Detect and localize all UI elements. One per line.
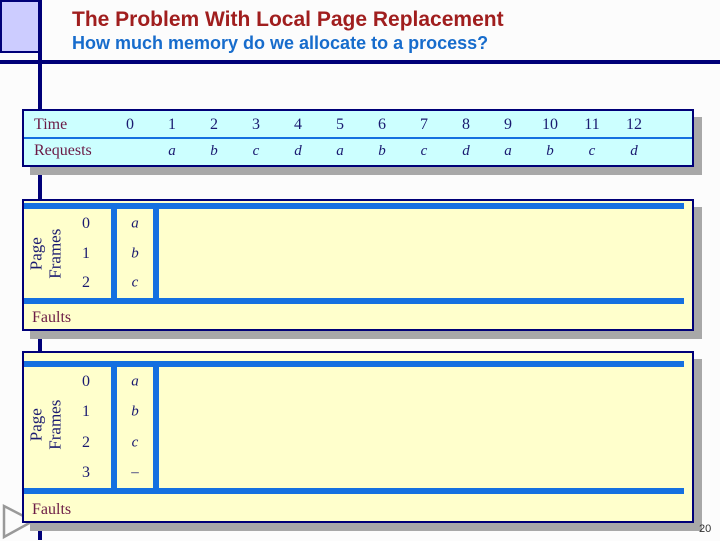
column-rule: [111, 361, 117, 494]
time-cell: 8: [462, 116, 470, 133]
frame-number: 1: [82, 245, 90, 262]
frame-page: b: [131, 245, 139, 262]
time-cell: 7: [420, 116, 428, 133]
frame-row: 2 c: [24, 268, 692, 298]
request-cell: a: [504, 142, 512, 159]
time-cell: 2: [210, 116, 218, 133]
header-divider-line: [0, 60, 720, 64]
time-cell: 9: [504, 116, 512, 133]
time-cell: 1: [168, 116, 176, 133]
time-cell: 11: [584, 116, 600, 133]
time-cell: 12: [626, 116, 642, 133]
time-row-label: Time: [34, 116, 68, 133]
request-cell: d: [294, 142, 302, 159]
requests-row-label: Requests: [34, 142, 92, 159]
top-rule: [24, 361, 684, 367]
frame-row: 1 b: [24, 239, 692, 269]
time-cell: 0: [126, 116, 134, 133]
request-cell: c: [420, 142, 428, 159]
faults-label: Faults: [32, 309, 72, 326]
time-cell: 10: [542, 116, 558, 133]
frame-page: –: [131, 464, 139, 481]
top-rule: [24, 203, 684, 209]
frame-row: 3 –: [24, 458, 692, 488]
request-cell: b: [210, 142, 218, 159]
bottom-rule: [24, 488, 684, 494]
frame-number: 2: [82, 434, 90, 451]
slide-title: The Problem With Local Page Replacement: [72, 8, 504, 31]
slide-subtitle: How much memory do we allocate to a proc…: [72, 33, 489, 53]
frame-page: a: [131, 373, 139, 390]
frame-row: 0 a: [24, 367, 692, 397]
request-cell: b: [546, 142, 554, 159]
corner-decoration-box: [0, 0, 40, 53]
frame-row: 2 c: [24, 428, 692, 458]
frame-number: 0: [82, 215, 90, 232]
time-cell: 6: [378, 116, 386, 133]
bottom-rule: [24, 298, 684, 304]
column-rule: [111, 203, 117, 304]
request-cell: c: [252, 142, 260, 159]
timeline-separator-line: [24, 137, 692, 139]
page-number: 20: [699, 523, 712, 535]
page-frames-table-3: Page Frames 0 a 1 b 2 c Faults: [22, 199, 694, 331]
frame-page: a: [131, 215, 139, 232]
time-cell: 4: [294, 116, 302, 133]
request-cell: a: [336, 142, 344, 159]
frame-row: 1 b: [24, 397, 692, 427]
frame-number: 1: [82, 403, 90, 420]
request-cell: c: [588, 142, 596, 159]
request-cell: a: [168, 142, 176, 159]
next-slide-icon[interactable]: [2, 503, 38, 541]
request-cell: d: [462, 142, 470, 159]
timeline-table: Time 0 1 2 3 4 5 6 7 8 9 10 11 12 Reques…: [22, 109, 694, 167]
time-cell: 5: [336, 116, 344, 133]
frame-page: c: [131, 434, 139, 451]
column-rule: [153, 203, 159, 304]
column-rule: [153, 361, 159, 494]
frame-page: c: [131, 274, 139, 291]
request-cell: d: [630, 142, 638, 159]
frame-number: 3: [82, 464, 90, 481]
requests-row: Requests a b c d a b c d a b c d: [24, 139, 692, 163]
frame-number: 0: [82, 373, 90, 390]
page-frames-table-4: Page Frames 0 a 1 b 2 c 3 – Faults: [22, 351, 694, 523]
frame-number: 2: [82, 274, 90, 291]
frame-page: b: [131, 403, 139, 420]
faults-label: Faults: [32, 501, 72, 518]
request-cell: b: [378, 142, 386, 159]
frame-row: 0 a: [24, 209, 692, 239]
time-cell: 3: [252, 116, 260, 133]
time-row: Time 0 1 2 3 4 5 6 7 8 9 10 11 12: [24, 113, 692, 137]
